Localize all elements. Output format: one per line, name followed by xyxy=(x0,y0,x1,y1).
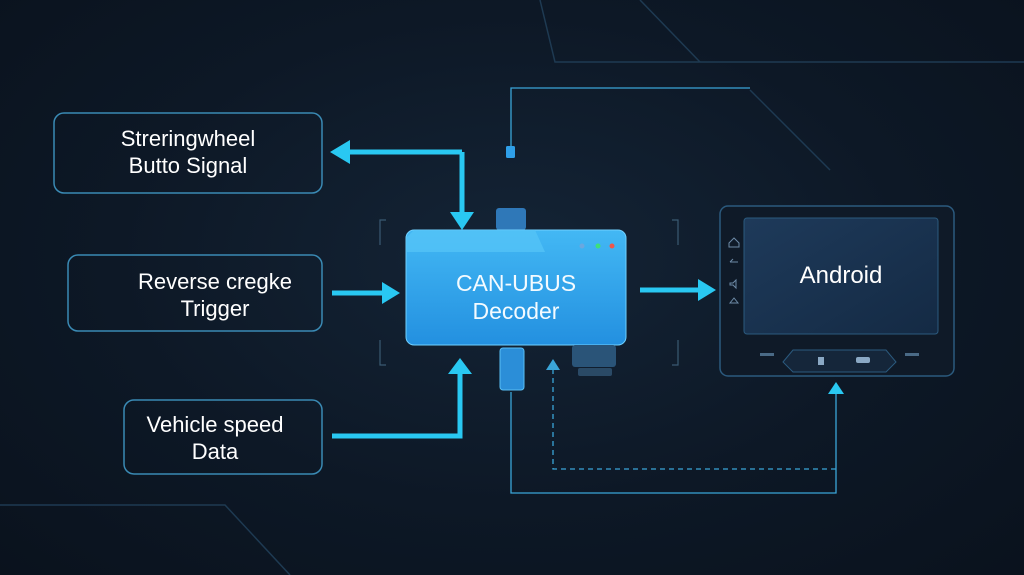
decoder-module xyxy=(405,208,627,391)
vehicle-speed-label: Vehicle speed Data xyxy=(116,411,314,465)
steering-signal-box xyxy=(53,112,323,194)
android-label: Android xyxy=(799,262,883,289)
steering-signal-line2: Butto Signal xyxy=(128,153,248,178)
signal-arrows xyxy=(332,149,700,439)
decoder-brackets xyxy=(379,219,679,366)
home-icon xyxy=(728,237,740,248)
signal-arrowheads xyxy=(330,140,716,374)
decoder-top-connector xyxy=(496,208,526,230)
decoder-bottom-port xyxy=(499,347,525,391)
nav-icon xyxy=(728,297,740,304)
reverse-trigger-line1: Reverse cregke xyxy=(137,269,293,294)
android-arrowhead xyxy=(698,279,716,301)
speed-up-arrowhead xyxy=(448,358,472,374)
vehicle-speed-line2: Data xyxy=(191,439,239,464)
steering-left-arrowhead xyxy=(330,140,350,164)
android-feedback-arrowhead xyxy=(828,382,844,394)
bar-left-slot xyxy=(760,353,774,356)
back-icon xyxy=(729,258,738,263)
volume-icon xyxy=(729,278,737,290)
decoder-line1: CAN-UBUS xyxy=(455,270,577,296)
equalizer-icon xyxy=(818,357,824,365)
speed-arrow xyxy=(332,372,463,439)
control-icon xyxy=(856,357,870,363)
decoder-led-red xyxy=(609,243,615,249)
reverse-trigger-box xyxy=(67,254,323,332)
bar-right-slot xyxy=(905,353,919,356)
reverse-arrowhead xyxy=(382,282,400,304)
steering-signal-line1: Streringwheel xyxy=(120,126,256,151)
bottom-feedback-wire xyxy=(510,392,837,494)
dashed-feedback-wire xyxy=(552,368,836,470)
decoder-led-green xyxy=(595,243,601,249)
side-button-icons xyxy=(728,237,740,304)
vehicle-speed-line1: Vehicle speed xyxy=(146,412,284,437)
decoder-led-blue xyxy=(579,243,585,249)
decoder-label: CAN-UBUS Decoder xyxy=(406,269,626,325)
decoder-bottom-connector-base xyxy=(578,368,612,376)
vehicle-speed-box xyxy=(123,399,323,475)
decoder-line2: Decoder xyxy=(472,298,560,324)
wire-lines xyxy=(510,87,837,494)
dashed-arrowhead xyxy=(546,359,560,370)
top-wire xyxy=(510,87,750,150)
reverse-trigger-line2: Trigger xyxy=(180,296,250,321)
head-unit-screen xyxy=(743,217,939,335)
steering-down-arrowhead xyxy=(450,212,474,230)
reverse-trigger-label: Reverse cregke Trigger xyxy=(88,268,342,322)
head-unit-control-bar xyxy=(782,349,897,373)
steering-signal-label: Streringwheel Butto Signal xyxy=(54,125,322,179)
top-connector-indicator xyxy=(506,146,515,158)
decoder-top-face xyxy=(406,230,545,252)
android-head-unit xyxy=(719,205,955,377)
decoder-bottom-connector xyxy=(572,345,616,367)
